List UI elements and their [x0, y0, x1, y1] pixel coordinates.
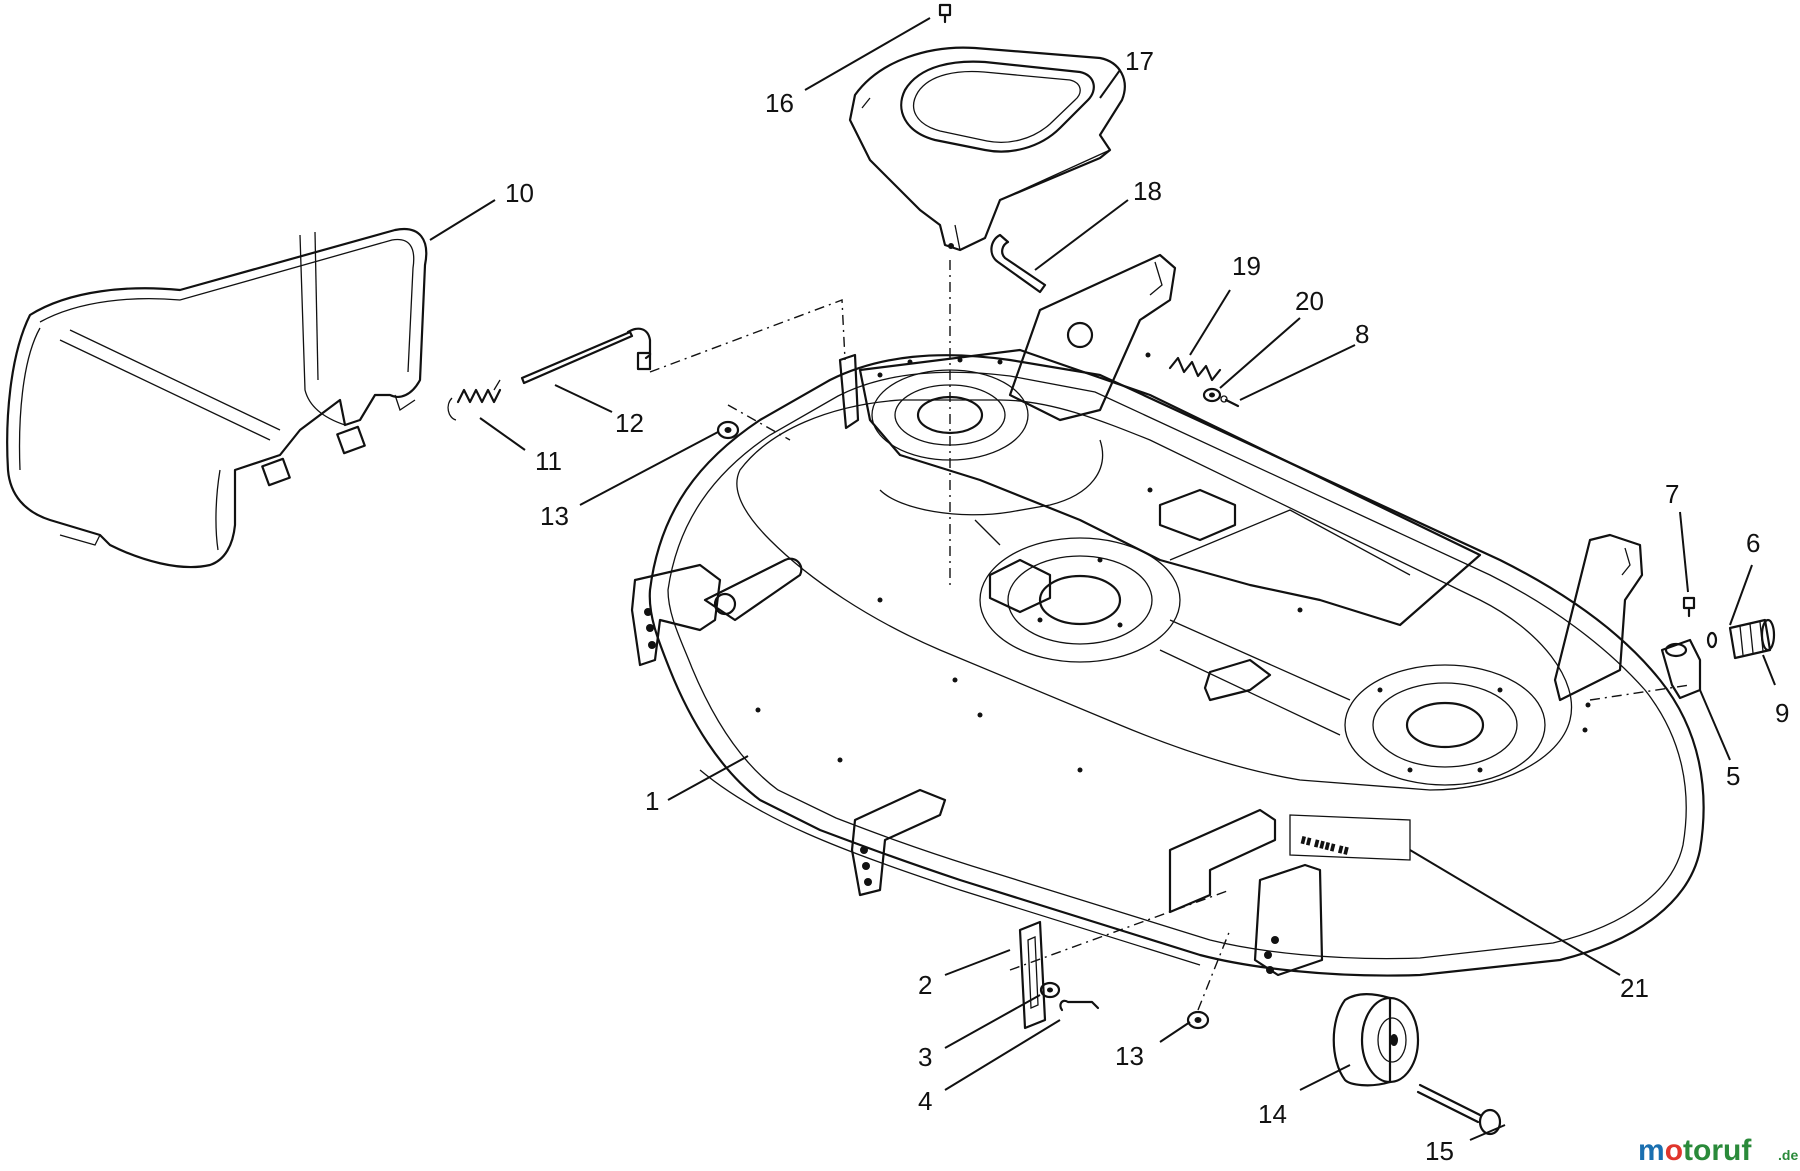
callout-5: 5	[1726, 761, 1740, 791]
fitting-bolt	[1682, 596, 1696, 618]
callout-1: 1	[645, 786, 659, 816]
callout-2: 2	[918, 970, 932, 1000]
leader-10	[429, 199, 496, 241]
discharge-chute	[6, 227, 428, 569]
callout-15: 15	[1425, 1136, 1454, 1166]
leader-3	[944, 994, 1041, 1049]
leader-5	[1699, 689, 1731, 761]
wheel-bolt	[1416, 1083, 1502, 1136]
leader-7	[1679, 511, 1689, 593]
callout-20: 20	[1295, 286, 1324, 316]
leader-1	[667, 755, 749, 801]
watermark-suffix: .de	[1778, 1147, 1798, 1163]
link-washer	[1039, 981, 1061, 999]
assembly-line-5	[1589, 684, 1691, 701]
leader-9	[1762, 654, 1776, 686]
callout-19: 19	[1232, 251, 1261, 281]
hairpin-clip	[1059, 999, 1100, 1012]
anti-scalp-wheel	[1332, 993, 1420, 1087]
leader-13a	[579, 431, 719, 506]
belt-cover	[848, 46, 1126, 252]
leader-18	[1034, 199, 1129, 271]
callout-labels: 1 2 3 4 5 6 7 8 9 10 11 12 13 13 14 15 1…	[505, 46, 1789, 1166]
leader-14	[1299, 1064, 1351, 1091]
slotted-link	[1018, 920, 1047, 1030]
leader-12	[554, 384, 613, 413]
callout-18: 18	[1133, 176, 1162, 206]
callout-6: 6	[1746, 528, 1760, 558]
lock-nut-rear	[716, 420, 740, 440]
assembly-line-13b	[1197, 929, 1231, 1011]
leader-13b	[1159, 1021, 1191, 1043]
watermark-text: motoruf	[1638, 1134, 1752, 1167]
callout-3: 3	[918, 1042, 932, 1072]
callout-9: 9	[1775, 698, 1789, 728]
callout-10: 10	[505, 178, 534, 208]
hose-connector	[1728, 618, 1776, 660]
tension-spring	[1145, 352, 1222, 382]
assembly-line-rod	[649, 299, 846, 373]
callout-13-front: 13	[1115, 1041, 1144, 1071]
leader-lines	[429, 17, 1776, 1141]
callout-4: 4	[918, 1086, 932, 1116]
svg-text:▮▮ ▮▮▮▮ ▮▮: ▮▮ ▮▮▮▮ ▮▮	[1299, 834, 1350, 857]
callout-16: 16	[765, 88, 794, 118]
callout-8: 8	[1355, 319, 1369, 349]
cotter-pin	[1220, 395, 1240, 408]
leader-4	[944, 1019, 1061, 1091]
callout-17: 17	[1125, 46, 1154, 76]
leader-16	[804, 17, 931, 91]
chute-rod	[520, 327, 652, 385]
callout-11: 11	[535, 446, 562, 476]
leader-20	[1219, 317, 1301, 389]
callout-13-rear: 13	[540, 501, 569, 531]
mower-deck: ▮▮ ▮▮▮▮ ▮▮	[630, 253, 1705, 977]
lock-nut-front	[1186, 1010, 1210, 1030]
pivot-pin	[990, 233, 1047, 294]
callout-21: 21	[1620, 973, 1649, 1003]
watermark-logo: motoruf .de	[1638, 1134, 1798, 1167]
leader-11	[479, 417, 526, 451]
leader-6	[1729, 564, 1753, 626]
leader-21	[1409, 849, 1621, 976]
o-ring	[1706, 631, 1718, 649]
leader-19	[1189, 289, 1231, 356]
leader-15	[1469, 1124, 1506, 1141]
leader-8	[1239, 344, 1356, 401]
callout-7: 7	[1665, 479, 1679, 509]
leader-17	[1099, 69, 1121, 99]
callout-12: 12	[615, 408, 644, 438]
chute-spring	[447, 379, 502, 421]
callout-14: 14	[1258, 1099, 1287, 1129]
cover-bolt	[938, 3, 952, 24]
leader-2	[944, 949, 1011, 976]
flat-washer	[1202, 387, 1222, 403]
